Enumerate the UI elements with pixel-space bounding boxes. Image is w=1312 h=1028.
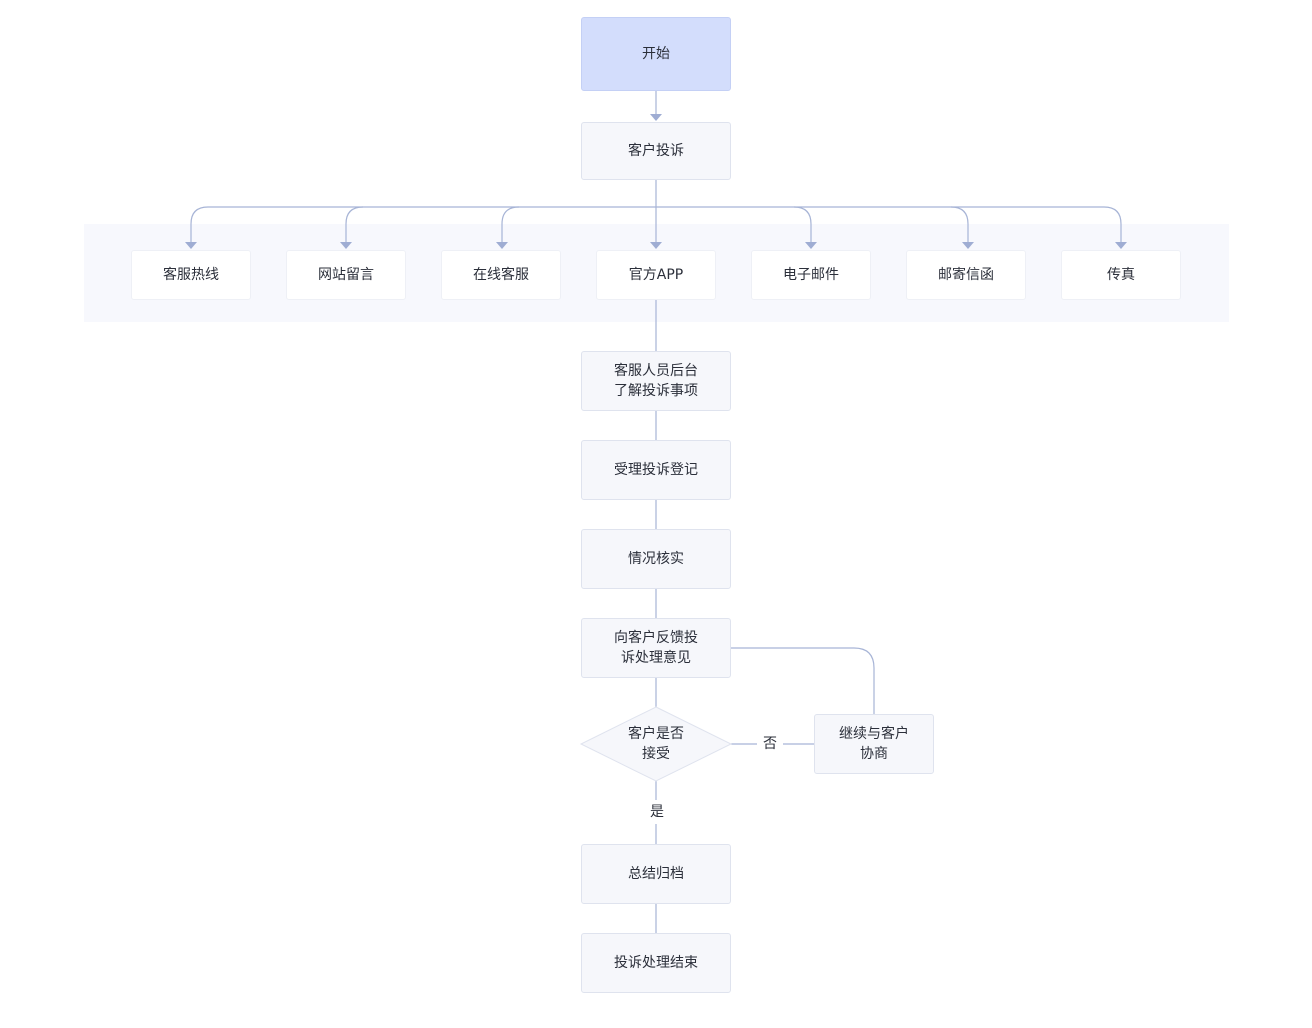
channel-app[interactable]: 官方APP <box>596 250 716 300</box>
edge-fanout-outer <box>190 206 1122 244</box>
decision-diamond <box>579 706 733 782</box>
channel-email[interactable]: 电子邮件 <box>751 250 871 300</box>
arrow-fax <box>1115 242 1127 249</box>
arrow-complaint <box>650 114 662 121</box>
start-node[interactable]: 开始 <box>581 17 731 91</box>
negotiate-node[interactable]: 继续与客户 协商 <box>814 714 934 774</box>
edge-label-yes: 是 <box>648 802 666 822</box>
end-node[interactable]: 投诉处理结束 <box>581 933 731 993</box>
arrow-app <box>650 242 662 249</box>
edge-fanout-online <box>501 206 520 244</box>
understand-node[interactable]: 客服人员后台 了解投诉事项 <box>581 351 731 411</box>
channel-hotline[interactable]: 客服热线 <box>131 250 251 300</box>
arrow-mail <box>962 242 974 249</box>
channel-online[interactable]: 在线客服 <box>441 250 561 300</box>
archive-node[interactable]: 总结归档 <box>581 844 731 904</box>
edge-fanout-email <box>793 206 812 244</box>
decision-label[interactable]: 客户是否 接受 <box>628 726 684 762</box>
arrow-online <box>496 242 508 249</box>
arrow-website <box>340 242 352 249</box>
verify-node[interactable]: 情况核实 <box>581 529 731 589</box>
edge-negotiate-feedback <box>731 647 875 714</box>
edge-label-no: 否 <box>761 734 779 754</box>
register-node[interactable]: 受理投诉登记 <box>581 440 731 500</box>
channel-website[interactable]: 网站留言 <box>286 250 406 300</box>
arrow-email <box>805 242 817 249</box>
channel-mail[interactable]: 邮寄信函 <box>906 250 1026 300</box>
edge-fanout-website <box>345 206 364 244</box>
channel-fax[interactable]: 传真 <box>1061 250 1181 300</box>
arrow-hotline <box>185 242 197 249</box>
edge-fanout-mail <box>950 206 969 244</box>
complaint-node[interactable]: 客户投诉 <box>581 122 731 180</box>
feedback-node[interactable]: 向客户反馈投 诉处理意见 <box>581 618 731 678</box>
